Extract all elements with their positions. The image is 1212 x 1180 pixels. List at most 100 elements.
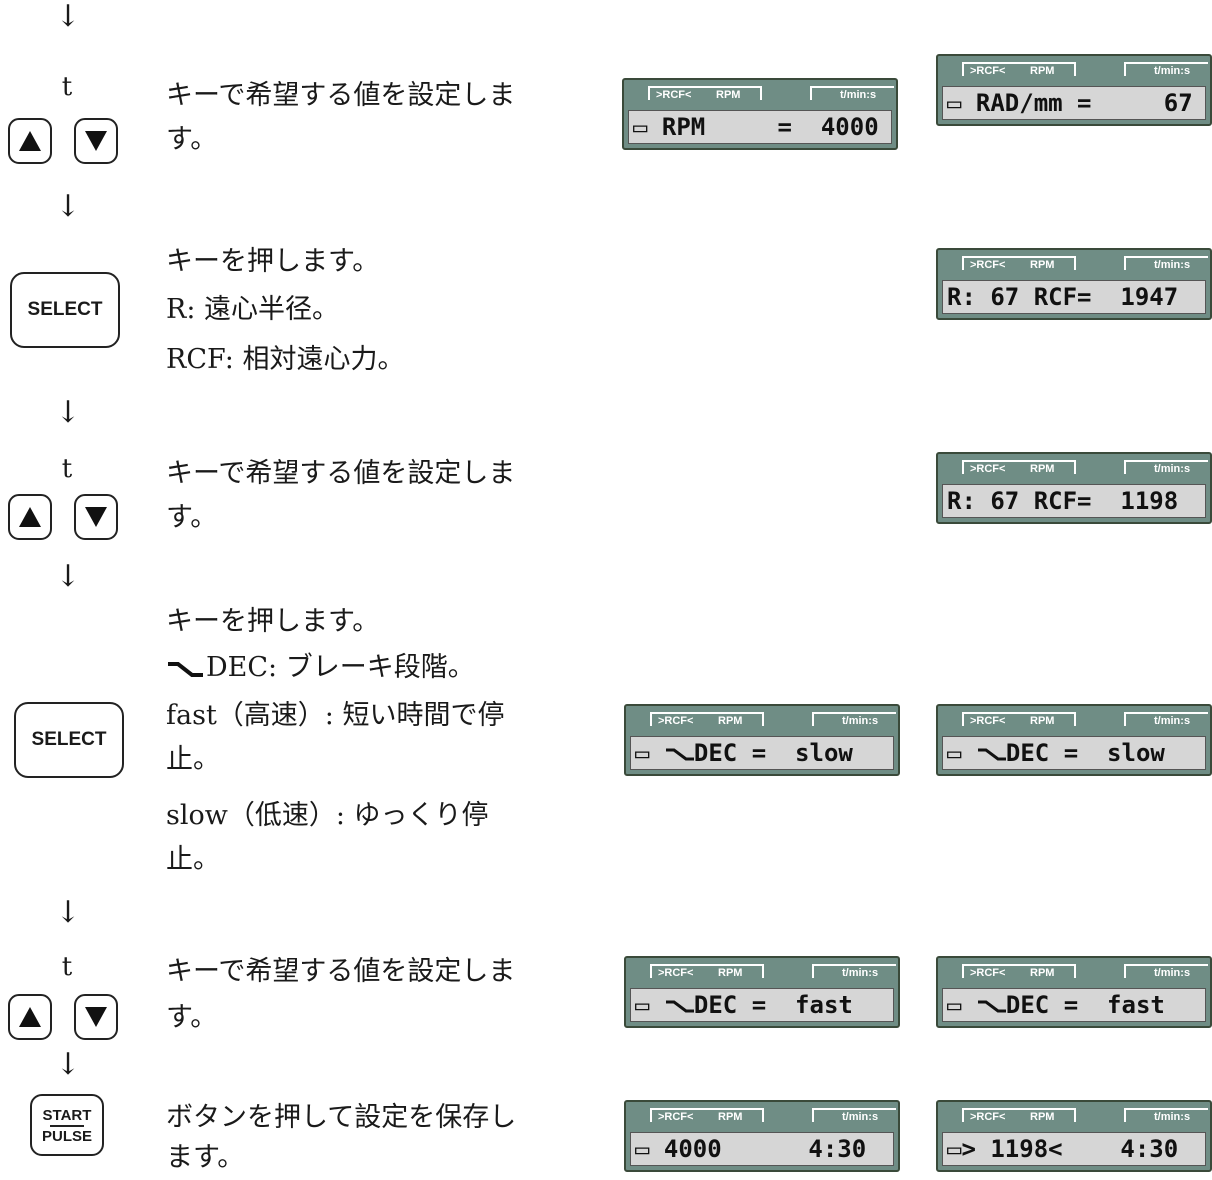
- up-triangle-icon: [19, 1007, 41, 1027]
- lcd-screen: ▭ DEC = fast: [942, 988, 1206, 1022]
- time-tab: t/min:s: [1124, 964, 1208, 979]
- brake-ramp-icon: [977, 748, 1006, 761]
- step-text: キーを押します。: [166, 246, 380, 277]
- down-triangle-icon: [85, 1007, 107, 1027]
- time-tab: t/min:s: [1124, 256, 1208, 271]
- step-text: キーで希望する値を設定しま: [166, 956, 516, 987]
- step-text: 止。: [166, 744, 220, 775]
- time-tab: t/min:s: [812, 1108, 896, 1123]
- select-button[interactable]: SELECT: [14, 702, 124, 778]
- start-label: START: [42, 1107, 92, 1124]
- brake-ramp-icon: [168, 661, 203, 677]
- lock-icon: ▭: [947, 991, 976, 1019]
- lcd-text: DEC = fast: [1005, 991, 1165, 1019]
- lcd-screen: ▭ DEC = slow: [942, 736, 1206, 770]
- lcd-display: >RCF< RPM t/min:s ▭ 4000 4:30: [624, 1100, 900, 1172]
- lcd-screen: ▭ DEC = fast: [630, 988, 894, 1022]
- step-text: す。: [166, 124, 218, 155]
- lcd-screen: R: 67 RCF= 1947: [942, 280, 1206, 314]
- lcd-display: >RCF< RPM t/min:s R: 67 RCF= 1198: [936, 452, 1212, 524]
- lcd-screen: ▭ RAD/mm = 67: [942, 86, 1206, 120]
- up-triangle-icon: [19, 131, 41, 151]
- pulse-label: PULSE: [41, 1128, 92, 1145]
- time-tab: t/min:s: [812, 964, 896, 979]
- step-text: DEC: ブレーキ段階。: [166, 646, 475, 690]
- rpm-tab: RPM: [1020, 712, 1076, 727]
- time-tab: t/min:s: [1124, 460, 1208, 475]
- down-key[interactable]: [74, 118, 118, 164]
- lock-icon: ▭: [635, 739, 664, 767]
- rpm-tab: RPM: [1020, 256, 1076, 271]
- rpm-tab: RPM: [1020, 460, 1076, 475]
- rcf-tab: >RCF<: [648, 86, 706, 101]
- lcd-text: DEC = slow: [693, 739, 853, 767]
- rpm-tab: RPM: [706, 86, 762, 101]
- rpm-tab: RPM: [708, 712, 764, 727]
- lcd-screen: ▭> 1198< 4:30: [942, 1132, 1206, 1166]
- time-tab: t/min:s: [1124, 62, 1208, 77]
- step-text: キーで希望する値を設定しま: [166, 458, 516, 489]
- rcf-tab: >RCF<: [962, 460, 1020, 475]
- step-text: R: 遠心半径。: [166, 294, 340, 325]
- flow-arrow: ↓: [55, 559, 81, 594]
- lock-icon: ▭: [633, 113, 662, 141]
- up-key[interactable]: [8, 994, 52, 1040]
- rpm-tab: RPM: [708, 1108, 764, 1123]
- start-pulse-button[interactable]: START PULSE: [30, 1094, 104, 1156]
- lcd-text: R: 67 RCF= 1198: [947, 487, 1179, 515]
- t-label: t: [61, 952, 73, 982]
- rcf-tab: >RCF<: [962, 62, 1020, 77]
- lcd-screen: R: 67 RCF= 1198: [942, 484, 1206, 518]
- down-key[interactable]: [74, 994, 118, 1040]
- time-tab: t/min:s: [1124, 712, 1208, 727]
- up-key[interactable]: [8, 494, 52, 540]
- lcd-display: >RCF< RPM t/min:s ▭ DEC = slow: [624, 704, 900, 776]
- step-text: ボタンを押して設定を保存し: [166, 1102, 517, 1133]
- rcf-tab: >RCF<: [962, 964, 1020, 979]
- flow-arrow: ↓: [55, 1047, 81, 1082]
- rcf-tab: >RCF<: [962, 1108, 1020, 1123]
- lock-icon: ▭: [947, 1135, 962, 1163]
- lcd-screen: ▭ RPM = 4000: [628, 110, 892, 144]
- rcf-tab: >RCF<: [962, 712, 1020, 727]
- time-tab: t/min:s: [812, 712, 896, 727]
- step-text: fast（高速）: 短い時間で停: [166, 700, 505, 731]
- step-text: キーで希望する値を設定しま: [166, 80, 516, 111]
- lcd-display: >RCF< RPM t/min:s R: 67 RCF= 1947: [936, 248, 1212, 320]
- down-triangle-icon: [85, 507, 107, 527]
- step-text: キーを押します。: [166, 606, 380, 637]
- up-key[interactable]: [8, 118, 52, 164]
- dec-label: DEC: ブレーキ段階。: [206, 652, 475, 683]
- select-button[interactable]: SELECT: [10, 272, 120, 348]
- up-triangle-icon: [19, 507, 41, 527]
- brake-ramp-icon: [665, 1000, 694, 1013]
- t-label: t: [61, 72, 73, 102]
- rpm-tab: RPM: [708, 964, 764, 979]
- rpm-tab: RPM: [1020, 1108, 1076, 1123]
- lcd-display: >RCF< RPM t/min:s ▭ RPM = 4000: [622, 78, 898, 150]
- rcf-tab: >RCF<: [962, 256, 1020, 271]
- rcf-tab: >RCF<: [650, 712, 708, 727]
- lcd-screen: ▭ DEC = slow: [630, 736, 894, 770]
- lcd-text: 4000 4:30: [663, 1135, 867, 1163]
- step-text: す。: [166, 502, 218, 533]
- down-key[interactable]: [74, 494, 118, 540]
- step-text: slow（低速）: ゆっくり停: [166, 800, 489, 831]
- lock-icon: ▭: [635, 1135, 664, 1163]
- lcd-display: >RCF< RPM t/min:s ▭ RAD/mm = 67: [936, 54, 1212, 126]
- lcd-display: >RCF< RPM t/min:s ▭ DEC = fast: [936, 956, 1212, 1028]
- lcd-display: >RCF< RPM t/min:s ▭ DEC = fast: [624, 956, 900, 1028]
- flow-arrow: ↓: [55, 395, 81, 430]
- button-divider: [50, 1125, 84, 1127]
- step-text: ます。: [166, 1142, 245, 1173]
- lcd-screen: ▭ 4000 4:30: [630, 1132, 894, 1166]
- rcf-tab: >RCF<: [650, 964, 708, 979]
- time-tab: t/min:s: [1124, 1108, 1208, 1123]
- rcf-tab: >RCF<: [650, 1108, 708, 1123]
- step-text: 止。: [166, 844, 220, 875]
- lock-icon: ▭: [635, 991, 664, 1019]
- lcd-text: RAD/mm = 67: [975, 89, 1193, 117]
- lcd-text: RPM = 4000: [661, 113, 879, 141]
- flow-arrow: ↓: [55, 189, 81, 224]
- lock-icon: ▭: [947, 739, 976, 767]
